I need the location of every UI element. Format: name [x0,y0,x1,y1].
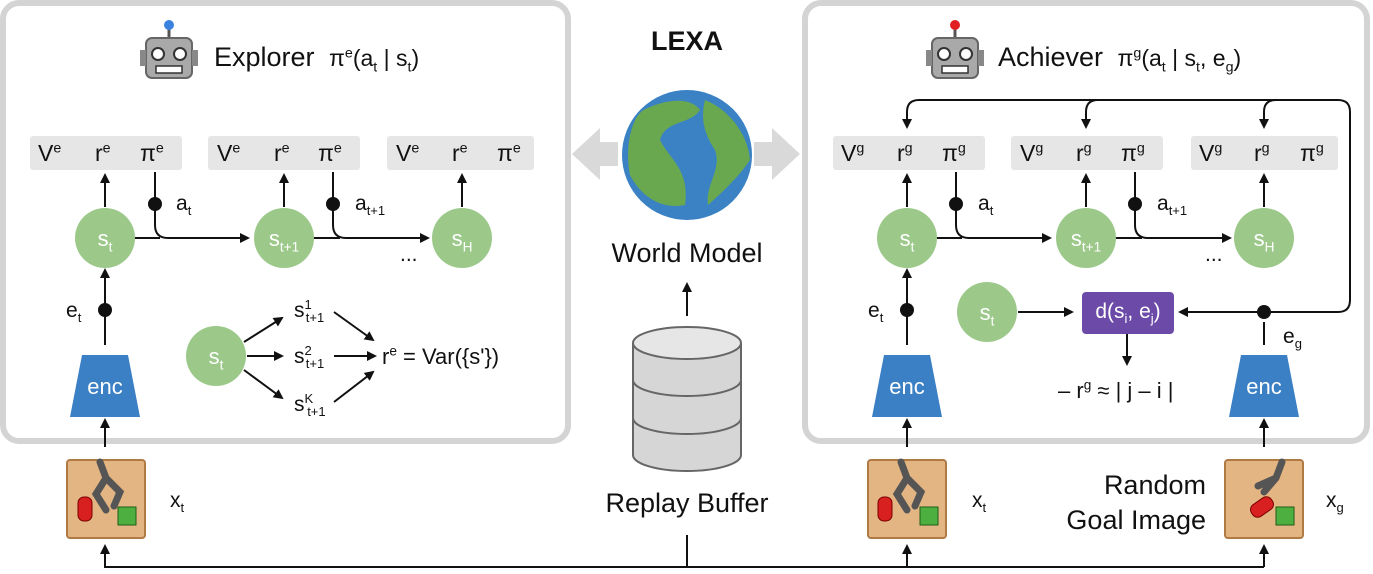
explorer-value-label: Ve [38,140,62,166]
explorer-state-node [432,208,492,268]
explorer-node-label: st+1 [268,226,300,255]
achiever-node-label: sH [1253,226,1275,255]
explorer-policy-label: πe [318,140,342,166]
distance-state-label: st [979,300,995,329]
explorer-observation-label: xt [170,489,185,516]
ensemble-state-node [186,326,246,386]
diagram-title: LEXA [650,26,724,56]
distance-label: d(si, ej) [1095,300,1161,327]
explorer-encoder [70,355,140,417]
achiever-ellipsis: ... [1205,243,1223,266]
achiever-encoder-label: enc [889,374,925,399]
replay-buffer-label: Replay Buffer [605,488,769,518]
explorer-header-box [208,136,360,170]
achiever-value-label: Vg [841,140,865,166]
achiever-encoder [872,355,942,417]
explorer-state-node [254,208,314,268]
achiever-header-box [833,136,985,170]
distance-box [1082,292,1174,334]
ensemble-prediction-label: s1t+1 [294,297,325,326]
ensemble-prediction-label: s2t+1 [294,343,325,372]
ensemble-start-label: st [208,344,224,373]
achiever-policy: πg(at | st, eg) [1117,45,1242,76]
goal-observation-image [1224,458,1304,539]
explorer-header-box [30,136,182,170]
achiever-state-node [1234,208,1294,268]
explorer-state-node [75,208,135,268]
explorer-encoder-label: enc [87,374,123,399]
achiever-value-label: Vg [1020,140,1044,166]
achiever-observation-label: xt [972,489,987,516]
explorer-reward-label: re [452,140,468,166]
achiever-title: Achiever πg(at | st, eg) [998,42,1242,76]
explorer-policy-label: πe [140,140,164,166]
achiever-observation-image [867,458,947,539]
explorer-policy-label: πe [497,140,521,166]
explorer-observation-image [66,458,146,539]
explorer-value-label: Ve [396,140,420,166]
world-model-label: World Model [611,238,763,268]
explorer-ellipsis: ... [400,243,418,266]
globe-icon [622,90,752,220]
distance-state-node [957,282,1017,342]
achiever-embedding-label: et [868,299,884,326]
achiever-action-label: at+1 [1157,192,1188,219]
achiever-header-box [1191,136,1338,170]
goal-image-label: Random Goal Image [1066,470,1206,535]
database-icon [632,326,742,472]
achiever-robot-icon [926,20,984,79]
goal-encoder-label: enc [1246,374,1282,399]
achiever-name: Achiever [998,42,1104,72]
explorer-node-label: st [97,226,113,255]
goal-embedding-label: eg [1283,325,1302,352]
achiever-value-label: Vg [1199,140,1223,166]
goal-observation-label: xg [1326,489,1344,516]
explorer-header-box [387,136,534,170]
achiever-policy-label: πg [1121,140,1145,166]
explorer-title: Explorer πe(at | st) [214,42,420,76]
achiever-state-node [877,208,937,268]
achiever-reward-label: rg [1076,140,1092,166]
explorer-embedding-label: et [66,299,82,326]
explorer-reward-label: re [274,140,290,166]
achiever-reward-label: rg [1254,140,1270,166]
achiever-node-label: st+1 [1070,226,1102,255]
achiever-world-model-arrow [754,128,800,180]
explorer-reward-equation: re = Var({s'}) [382,343,500,369]
explorer-action-label: at+1 [355,192,386,219]
achiever-state-node [1056,208,1116,268]
explorer-name: Explorer [214,42,315,72]
explorer-world-model-arrow [572,128,618,180]
explorer-robot-icon [140,20,198,79]
explorer-reward-label: re [95,140,111,166]
achiever-policy-label: πg [1300,140,1324,166]
explorer-value-label: Ve [217,140,241,166]
explorer-node-label: sH [451,226,473,255]
achiever-policy-label: πg [942,140,966,166]
achiever-action-label: at [978,192,994,219]
achiever-node-label: st [899,226,915,255]
achiever-reward-label: rg [897,140,913,166]
ensemble-prediction-label: sKt+1 [294,391,326,420]
explorer-policy: πe(at | st) [329,45,420,76]
achiever-reward-equation: – rg ≈ | j – i | [1058,377,1174,403]
achiever-header-box [1011,136,1163,170]
goal-encoder [1229,355,1299,417]
explorer-action-label: at [176,192,192,219]
